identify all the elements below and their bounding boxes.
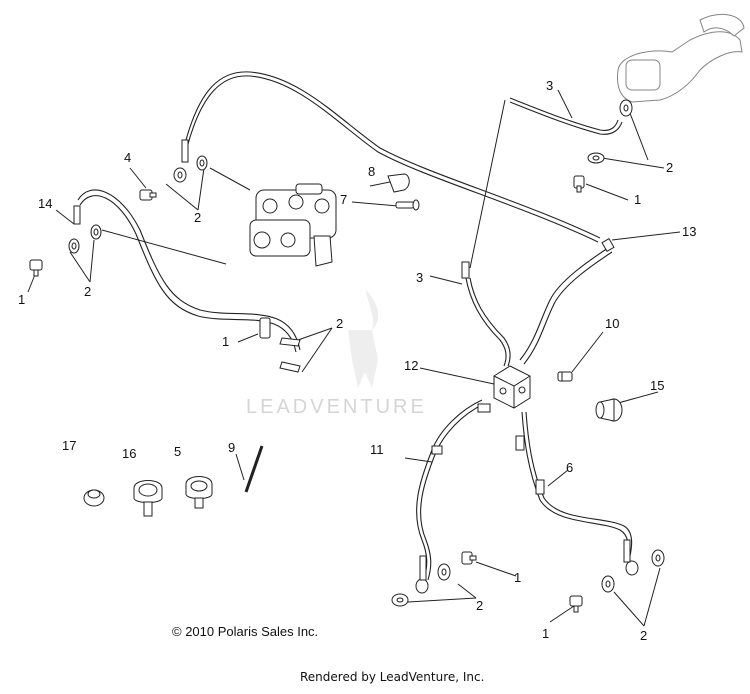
pin-7: [395, 199, 420, 211]
plug-15: [595, 398, 623, 422]
callout-2-left-low: 2: [84, 284, 91, 299]
callout-6: 6: [566, 460, 573, 475]
clamp-16: [133, 480, 163, 517]
callout-2: 2: [666, 160, 673, 175]
callout-1: 1: [634, 192, 641, 207]
callout-1-bottom-right: 1: [542, 626, 549, 641]
callout-13: 13: [682, 224, 696, 239]
callout-16: 16: [122, 446, 136, 461]
callout-4: 4: [124, 150, 131, 165]
callout-14: 14: [38, 196, 52, 211]
long-brake-line: [185, 71, 601, 239]
callout-1-left: 1: [18, 292, 25, 307]
callout-3-lower: 3: [416, 270, 423, 285]
watermark-logo: [348, 290, 379, 388]
tie-strap-9: [244, 445, 264, 493]
callout-15: 15: [650, 378, 664, 393]
clamp-5: [185, 476, 213, 509]
callout-5: 5: [174, 444, 181, 459]
left-brake-hose: [77, 189, 301, 351]
leader-lines: [27, 89, 681, 627]
master-cylinder: [617, 13, 745, 103]
clip-8: [387, 173, 410, 193]
rendered-by-text: Rendered by LeadVenture, Inc.: [300, 670, 485, 684]
brake-junction-block: [493, 365, 531, 409]
callout-3-upper: 3: [546, 78, 553, 93]
callout-2-center: 2: [336, 316, 343, 331]
callout-7: 7: [340, 192, 347, 207]
copyright-text: © 2010 Polaris Sales Inc.: [172, 624, 319, 639]
callout-1-bottom: 1: [514, 570, 521, 585]
callout-10: 10: [605, 316, 619, 331]
banjo-bolts: [29, 175, 585, 613]
callout-labels: 3 2 1 13 8 7 4 2 14 2 1 3 2 1 10 12 15 1…: [18, 78, 696, 643]
watermark-text: LEADVENTURE: [246, 396, 427, 418]
callout-8: 8: [368, 164, 375, 179]
callout-2-left: 2: [194, 210, 201, 225]
callout-2-bottom: 2: [476, 598, 483, 613]
grommet-17: [83, 489, 105, 507]
callout-1-center: 1: [222, 334, 229, 349]
callout-2-bottom-right: 2: [640, 628, 647, 643]
washers: [68, 99, 665, 607]
callout-17: 17: [62, 438, 76, 453]
callout-12: 12: [404, 358, 418, 373]
callout-11: 11: [370, 442, 384, 457]
banjo-fittings: [73, 139, 639, 594]
callout-9: 9: [228, 440, 235, 455]
brake-caliper-assembly: [249, 183, 337, 267]
line-ends: [279, 337, 301, 373]
bleeder-10: [557, 371, 573, 382]
